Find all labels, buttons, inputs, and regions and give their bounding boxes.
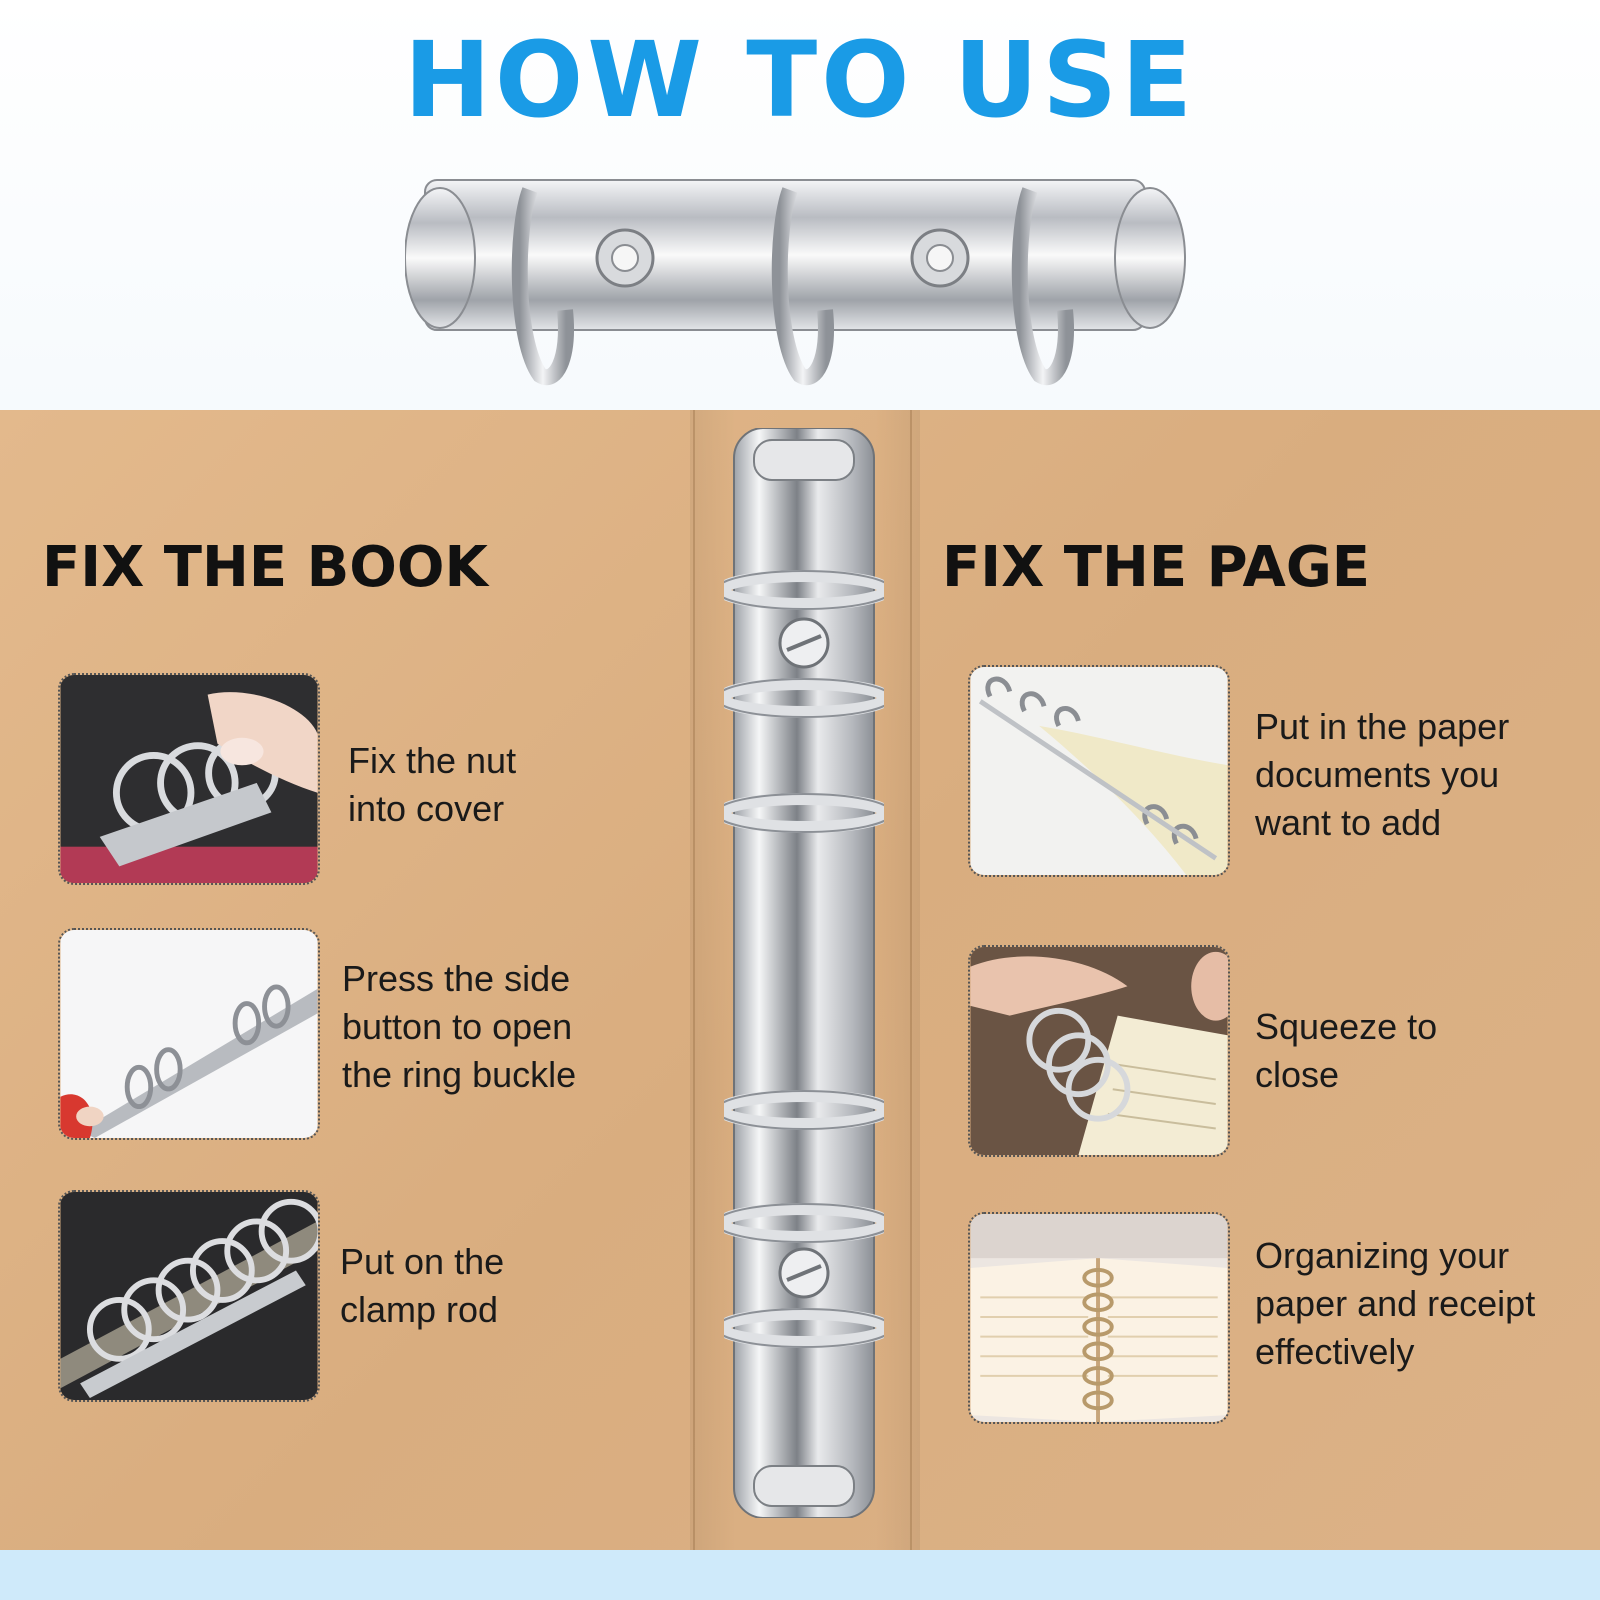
squeeze-rings-photo xyxy=(968,945,1230,1157)
clamp-rod-photo xyxy=(58,1190,320,1402)
step-paper-caption: Put in the paper documents you want to a… xyxy=(1255,706,1510,843)
step-fix-nut-caption: Fix the nut into cover xyxy=(348,740,517,829)
step-clamp-rod-caption: Put on the clamp rod xyxy=(340,1241,505,1330)
step-squeeze-caption: Squeeze to close xyxy=(1255,1006,1438,1095)
fix-the-page-heading: FIX THE PAGE xyxy=(942,535,1371,600)
side-button-photo xyxy=(58,928,320,1140)
bottom-strip xyxy=(0,1550,1600,1600)
open-notebook-photo xyxy=(968,1212,1230,1424)
binder-rail-image xyxy=(724,428,884,1518)
headline: HOW TO USE xyxy=(403,19,1197,141)
fix-the-book-heading: FIX THE BOOK xyxy=(42,535,488,600)
step-side-button-caption: Press the side button to open the ring b… xyxy=(342,958,577,1095)
paper-documents-photo xyxy=(968,665,1230,877)
fix-nut-photo xyxy=(58,673,320,885)
ring-mechanism-image xyxy=(405,179,1186,385)
step-organize-caption: Organizing your paper and receipt effect… xyxy=(1255,1235,1536,1372)
